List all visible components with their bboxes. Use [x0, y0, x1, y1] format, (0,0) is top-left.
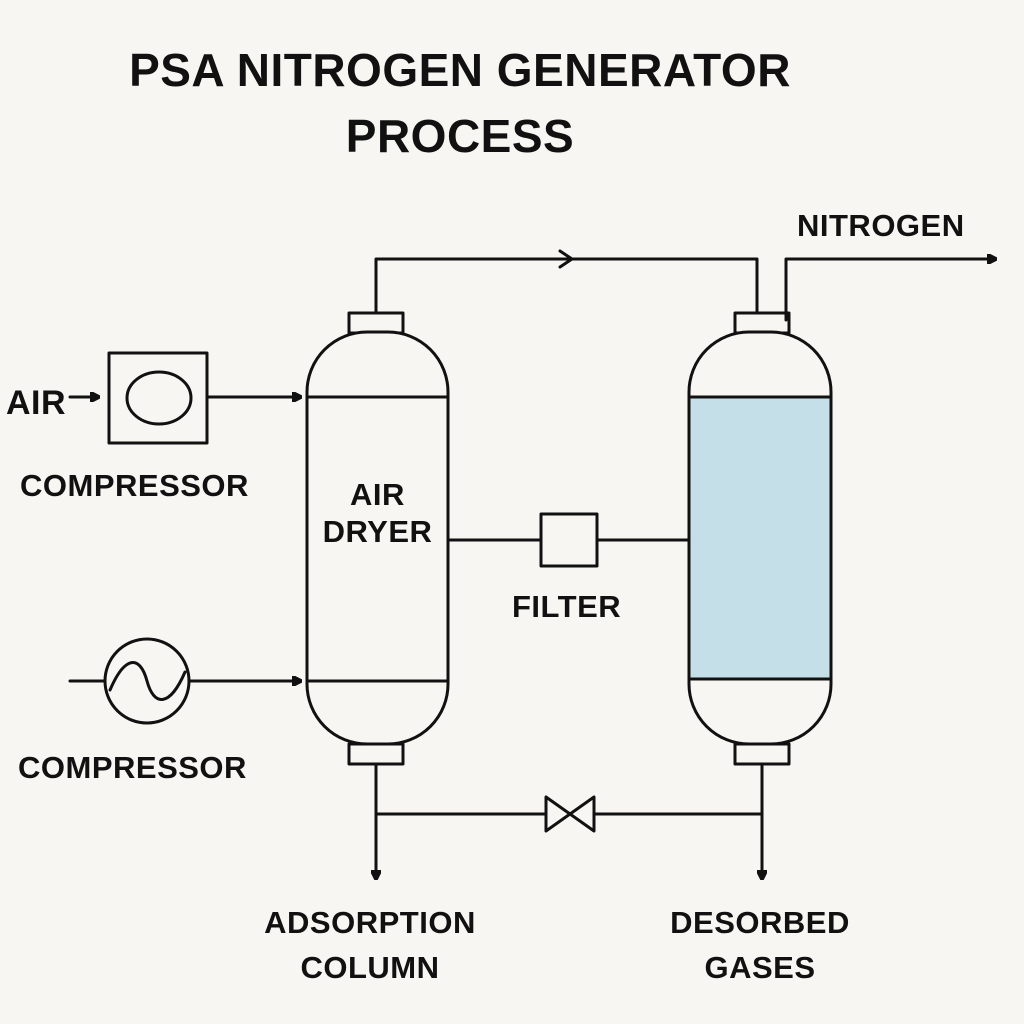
air-compressor-unit [68, 351, 300, 445]
dryer-shell [305, 330, 450, 746]
column-bottom-nozzle [733, 742, 791, 766]
dryer-bottom-nozzle [347, 742, 405, 766]
compressor-label-bottom: COMPRESSOR [18, 750, 247, 785]
adsorption-column-label-line-1: ADSORPTION [264, 905, 476, 940]
compressor-label-top: COMPRESSOR [20, 468, 249, 503]
filter-box [539, 512, 599, 568]
title-line-2: PROCESS [345, 110, 575, 162]
compressor-2-unit [68, 637, 300, 725]
valve-left-triangle [544, 795, 572, 833]
top-flow-arrow [558, 249, 574, 269]
column-top-nozzle [733, 311, 791, 335]
valve-right-triangle [568, 795, 596, 833]
desorbed-gases-label-line-2: GASES [704, 950, 816, 985]
air-label: AIR [6, 384, 67, 422]
top-pipe [374, 249, 995, 322]
nitrogen-outlet-arrow [784, 259, 995, 322]
bottom-pipes [376, 762, 762, 878]
title-line-1: PSA NITROGEN GENERATOR [129, 44, 791, 96]
sine-wave-icon [108, 661, 187, 701]
filter-line [446, 512, 691, 568]
adsorption-column-label-line-2: COLUMN [300, 950, 440, 985]
nitrogen-label: NITROGEN [797, 208, 965, 243]
air-dryer-label-line-2: DRYER [322, 514, 433, 549]
air-dryer-vessel [305, 311, 450, 766]
dryer-top-nozzle [347, 311, 405, 335]
dryer-to-column-top-line [374, 257, 759, 315]
filter-label: FILTER [512, 589, 622, 624]
adsorption-column-vessel [687, 311, 833, 766]
air-dryer-label-line-1: AIR [350, 477, 405, 512]
desorbed-gases-label-line-1: DESORBED [670, 905, 850, 940]
adsorbent-bed [687, 395, 833, 681]
compressor-rotor-icon [125, 370, 193, 426]
